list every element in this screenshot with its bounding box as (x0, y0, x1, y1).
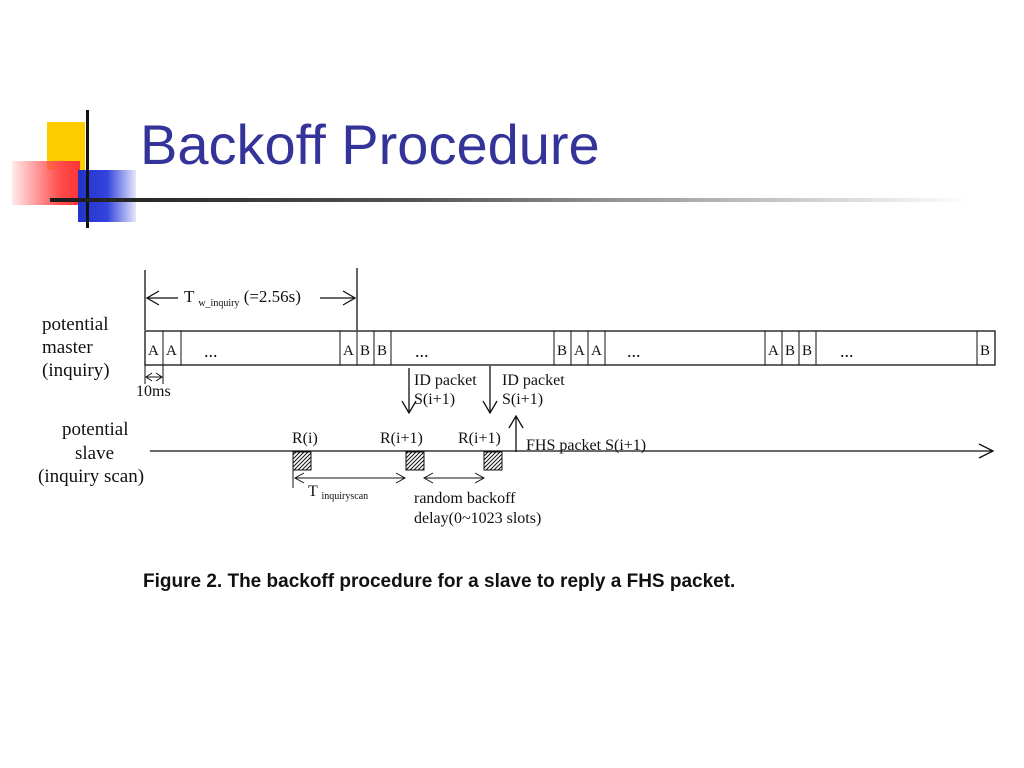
id-packet-1: ID packet S(i+1) (401, 368, 477, 415)
scan-window (483, 451, 503, 471)
figure-caption: Figure 2. The backoff procedure for a sl… (143, 571, 735, 592)
r-label: R(i+1) (458, 430, 501, 447)
slave-timeline: R(i) R(i+1) R(i+1) (150, 430, 995, 471)
svg-text:T w_inquiry (=: T w_inquiry (=2.56s) (184, 287, 301, 310)
title-rule (50, 198, 970, 202)
slot-b: B (360, 343, 370, 359)
decor-red-bar (12, 161, 80, 205)
slave-label-line-2: slave (75, 443, 114, 464)
slot-duration-label: 10ms (136, 383, 171, 400)
master-timeline: A A ... A B B ... B A A ... A (144, 330, 996, 366)
slot-a: A (768, 343, 779, 359)
id-packet-2: ID packet S(i+1) (482, 366, 565, 415)
slot-b: B (557, 343, 567, 359)
tw-label-value: (=2.56s) (244, 287, 301, 306)
slave-label-line-1: potential (62, 419, 128, 440)
slot-b: B (785, 343, 795, 359)
id-packet-2-line-2: S(i+1) (502, 391, 543, 408)
r-label: R(i+1) (380, 430, 423, 447)
svg-text:T inquiryscan: T inquiryscan (308, 483, 368, 502)
id-packet-1-line-1: ID packet (414, 372, 477, 389)
tw-inquiry-dimension: T w_inquiry (=2.56s) (144, 268, 358, 330)
slide-title: Backoff Procedure (140, 113, 600, 176)
tw-label-main: T (184, 287, 195, 306)
slot-b: B (802, 343, 812, 359)
backoff-dimension: random backoff delay(0~1023 slots) (414, 472, 541, 527)
slot-a: A (148, 343, 159, 359)
tscan-label-sub: inquiryscan (321, 491, 368, 502)
fhs-packet-label: FHS packet S(i+1) (526, 437, 646, 454)
ellipsis: ... (840, 341, 854, 361)
master-label-line-3: (inquiry) (42, 360, 110, 381)
slot-b: B (980, 343, 990, 359)
backoff-label-line-2: delay(0~1023 slots) (414, 510, 541, 527)
id-packet-1-line-2: S(i+1) (414, 391, 455, 408)
master-label-line-1: potential (42, 314, 108, 335)
slave-label-line-3: (inquiry scan) (38, 466, 144, 487)
ellipsis: ... (415, 341, 429, 361)
r-label: R(i) (292, 430, 318, 447)
fhs-packet: FHS packet S(i+1) (508, 414, 646, 454)
scan-window (292, 451, 312, 471)
slot-a: A (591, 343, 602, 359)
master-label-line-2: master (42, 337, 93, 358)
backoff-label-line-1: random backoff (414, 490, 516, 507)
slot-a: A (166, 343, 177, 359)
tw-label-sub: w_inquiry (198, 298, 239, 309)
slot-a: A (574, 343, 585, 359)
inquiry-scan-dimension: T inquiryscan (292, 470, 407, 502)
slot-duration-marker: 10ms (136, 365, 171, 400)
ellipsis: ... (627, 341, 641, 361)
id-packet-2-line-1: ID packet (502, 372, 565, 389)
decor-vertical-line (86, 110, 89, 228)
tscan-label-main: T (308, 483, 318, 500)
scan-window (405, 451, 425, 471)
slot-b: B (377, 343, 387, 359)
ellipsis: ... (204, 341, 218, 361)
slot-a: A (343, 343, 354, 359)
